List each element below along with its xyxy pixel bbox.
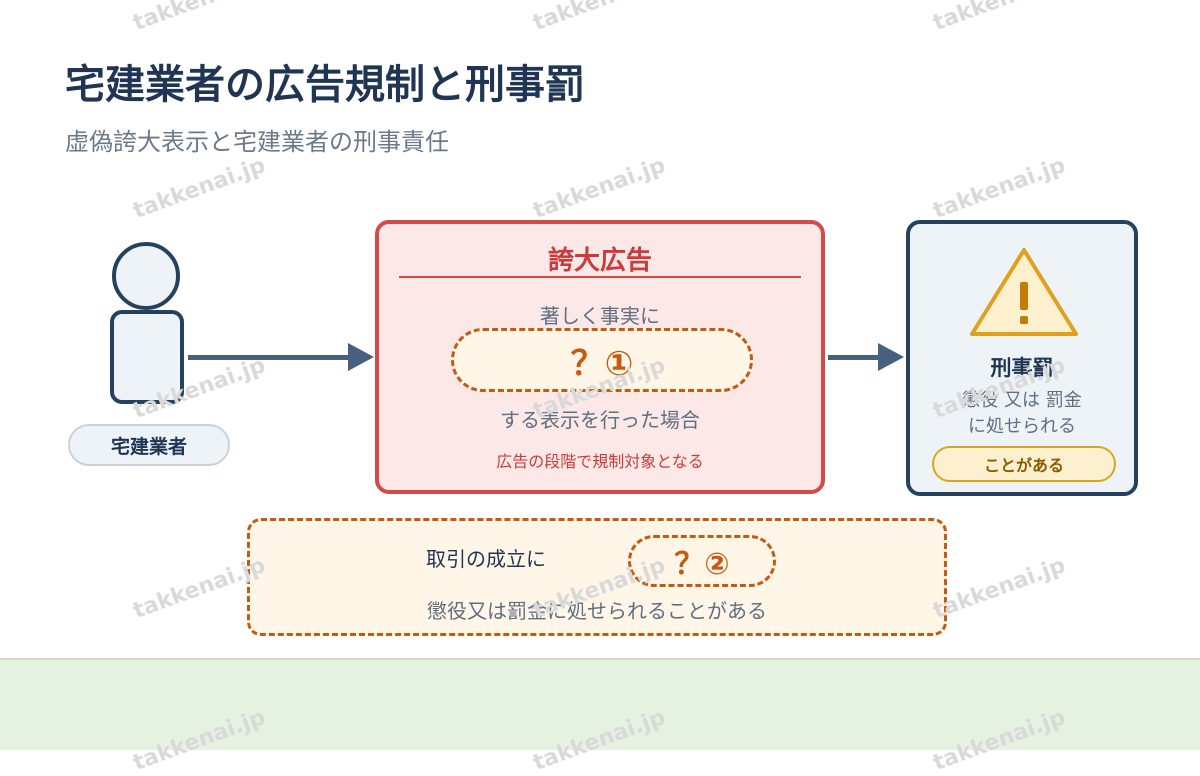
bottom-band — [0, 658, 1200, 750]
exaggerated-ad-panel: 誇大広告 著しく事実に ？① する表示を行った場合 広告の段階で規制対象となる — [375, 220, 825, 494]
transaction-panel: 取引の成立に ？② 懲役又は罰金に処せられることがある — [247, 518, 947, 636]
watermark: takkenai.jp — [929, 0, 1069, 36]
page-subtitle: 虚偽誇大表示と宅建業者の刑事責任 — [65, 128, 449, 156]
blank-1: ？① — [451, 328, 753, 392]
person-head-icon — [112, 242, 180, 310]
watermark: takkenai.jp — [529, 0, 669, 36]
exaggerated-ad-line1: 著しく事実に — [540, 304, 660, 328]
transaction-line1: 取引の成立に — [426, 547, 546, 571]
person-body-icon — [110, 310, 184, 404]
blank-2: ？② — [628, 535, 776, 587]
exaggerated-ad-line2: する表示を行った場合 — [500, 408, 700, 432]
penalty-panel: 刑事罰 懲役 又は 罰金 に処せられる ことがある — [906, 220, 1138, 496]
divider — [399, 276, 801, 278]
watermark: takkenai.jp — [929, 153, 1069, 224]
exaggerated-ad-title: 誇大広告 — [547, 246, 652, 276]
penalty-title: 刑事罰 — [990, 356, 1054, 380]
watermark: takkenai.jp — [129, 0, 269, 36]
exaggerated-ad-note: 広告の段階で規制対象となる — [496, 452, 704, 471]
transaction-line2: 懲役又は罰金に処せられることがある — [427, 599, 767, 623]
penalty-line2: に処せられる — [968, 416, 1076, 437]
actor-label: 宅建業者 — [68, 424, 230, 466]
penalty-badge: ことがある — [932, 446, 1116, 482]
watermark: takkenai.jp — [529, 153, 669, 224]
penalty-line1: 懲役 又は 罰金 — [962, 390, 1082, 411]
watermark: takkenai.jp — [929, 553, 1069, 624]
page-title: 宅建業者の広告規制と刑事罰 — [65, 62, 585, 108]
watermark: takkenai.jp — [129, 153, 269, 224]
warning-icon — [970, 248, 1078, 336]
